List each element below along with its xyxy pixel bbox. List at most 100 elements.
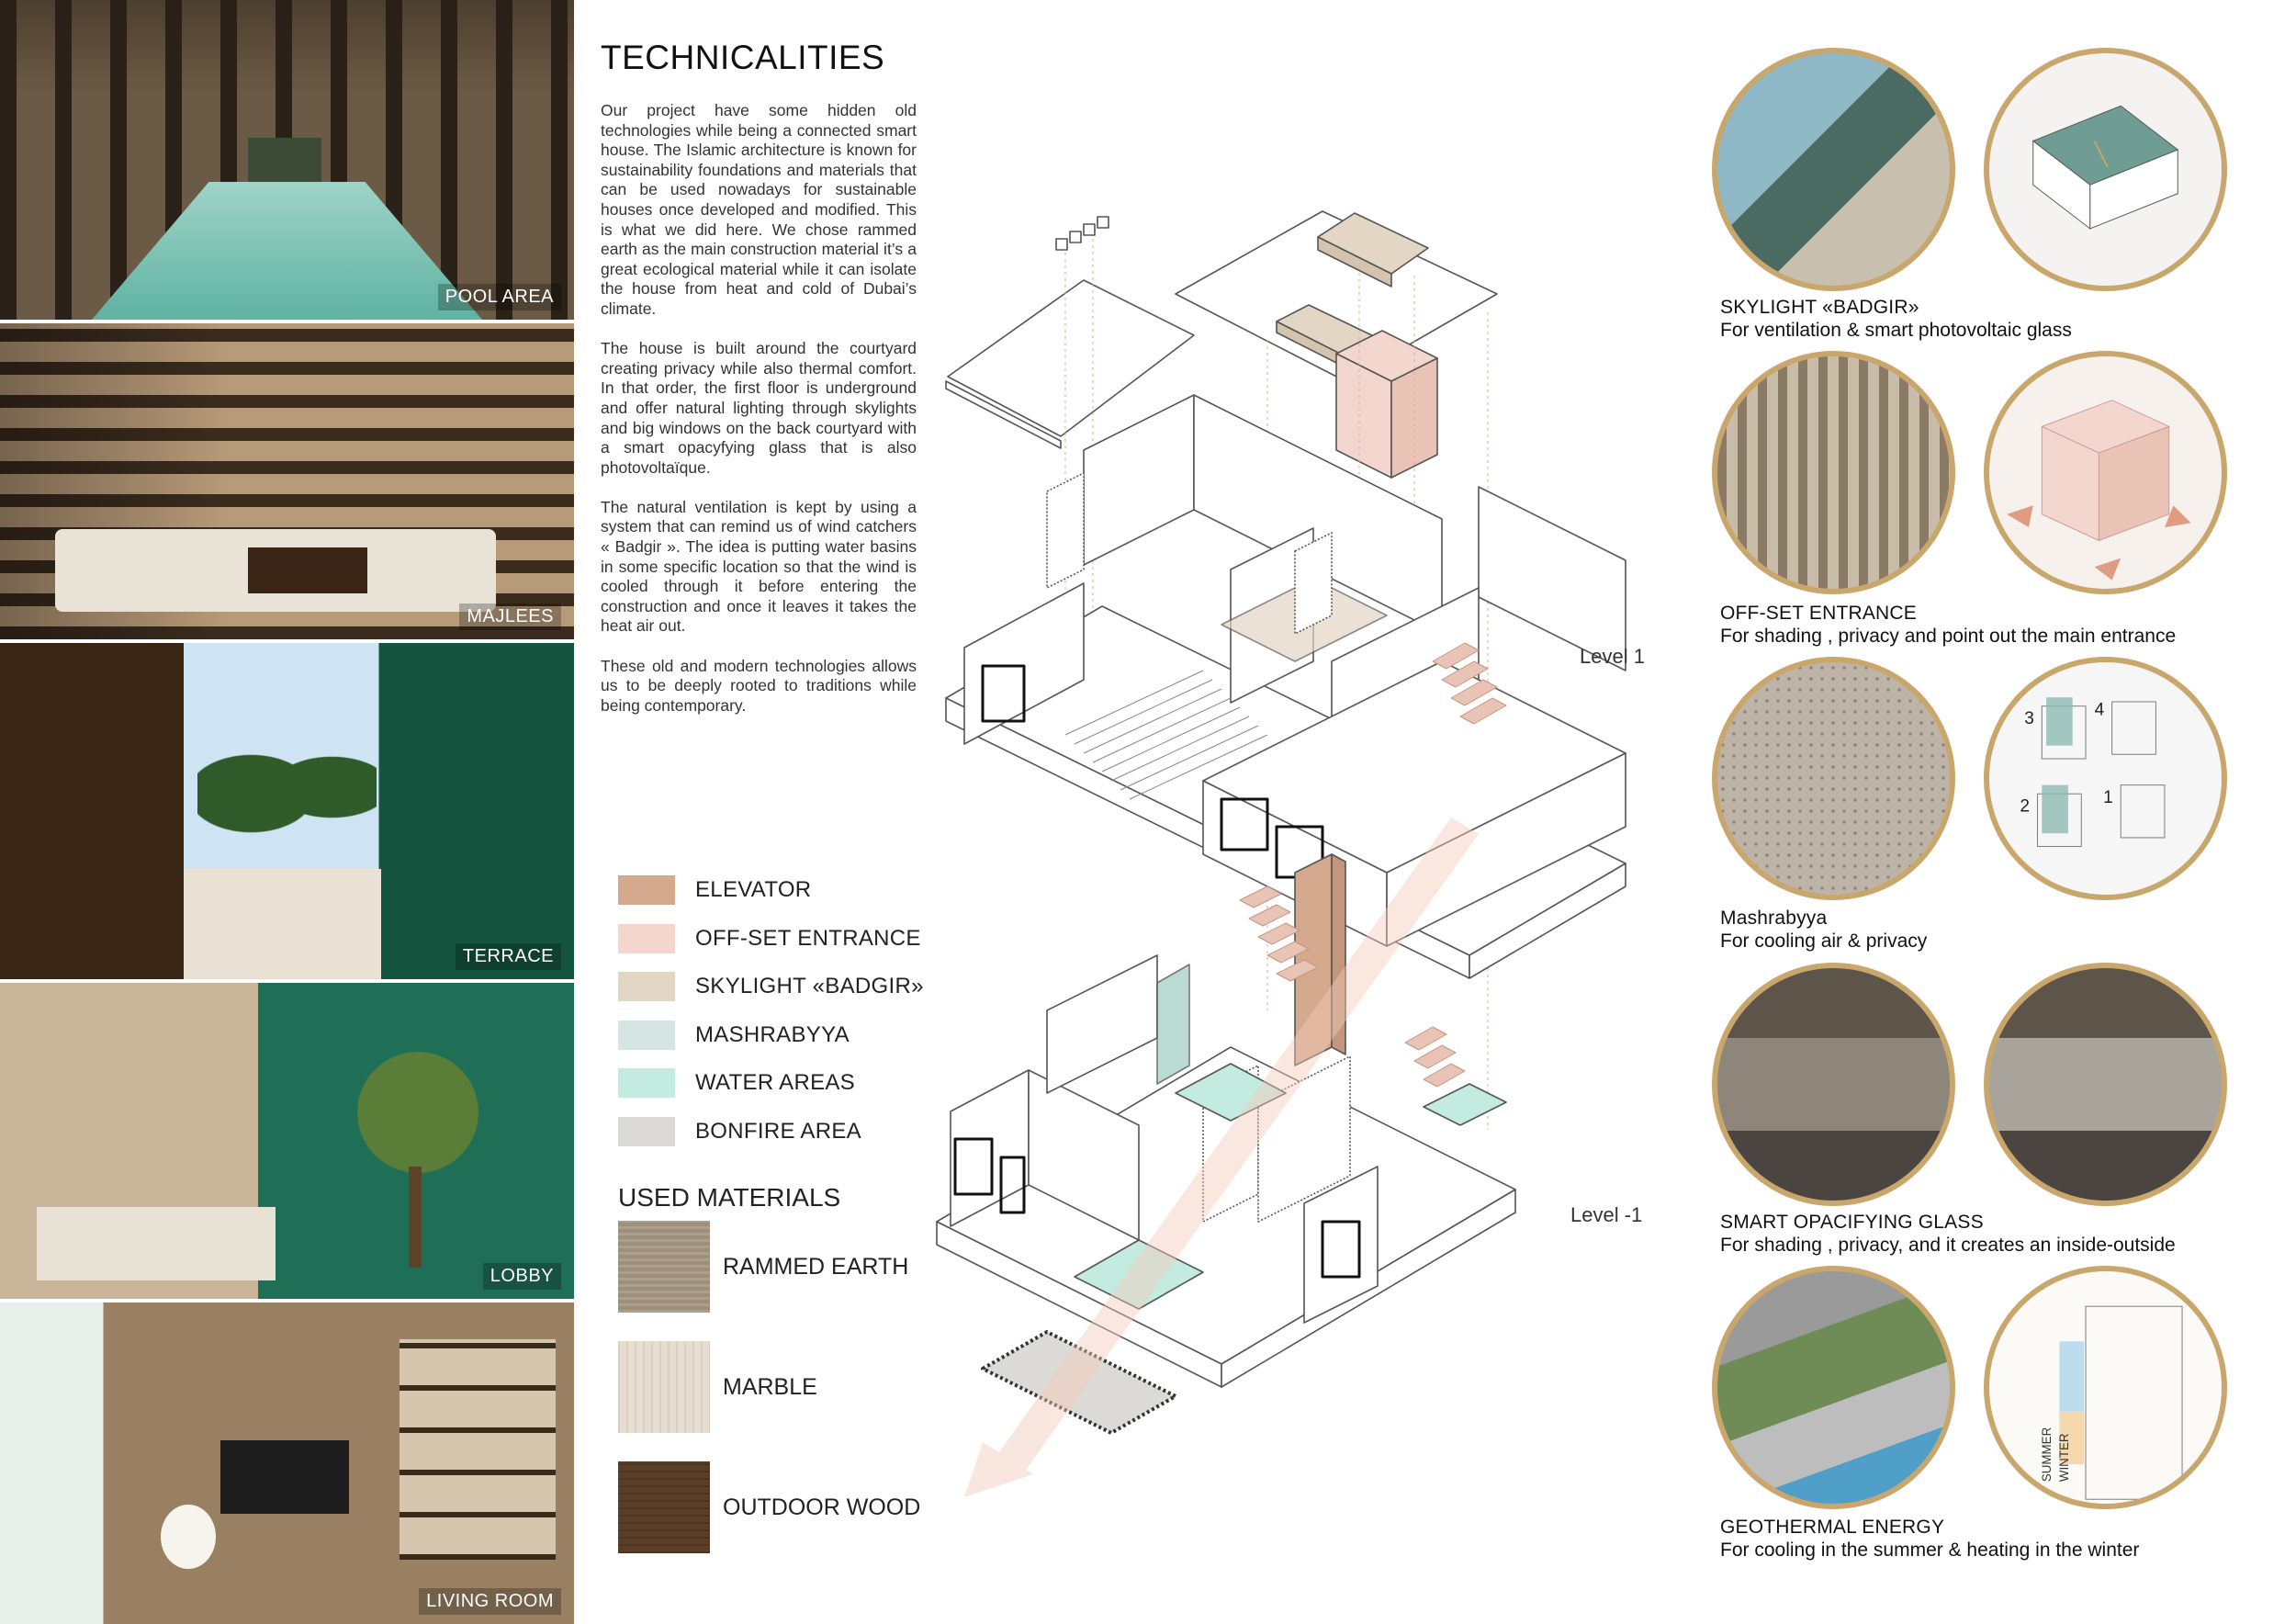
skylight-icon: [2032, 105, 2179, 230]
photo-column: POOL AREA MAJLEES TERRACE LOBBY LIVING R…: [0, 0, 574, 1624]
level-minus-1-label: Level -1: [1570, 1203, 1643, 1226]
stair-tread: [1266, 941, 1310, 964]
stair-tread: [1432, 642, 1480, 670]
photo-terrace: TERRACE: [0, 643, 574, 983]
legend-swatch: [618, 1116, 675, 1146]
description-text: Our project have some hidden old technol…: [601, 101, 917, 736]
material-rammed-earth: RAMMED EARTH: [618, 1221, 908, 1313]
mashrabyya-icon: 3 4 2 1: [2020, 697, 2166, 847]
photo-majlees: MAJLEES: [0, 323, 574, 643]
material-label: MARBLE: [723, 1373, 817, 1400]
mashrabyya-render-circle: [1712, 657, 1955, 900]
tech-title: SMART OPACIFYING GLASS: [1720, 1212, 1984, 1233]
skylight-cube: [1069, 231, 1082, 243]
stair-tread: [1257, 922, 1300, 945]
diagram-number: 2: [2020, 796, 2030, 816]
material-label: RAMMED EARTH: [723, 1253, 909, 1280]
glass-opaque-render-circle: [1984, 963, 2227, 1206]
tech-subtitle: For ventilation & smart photovoltaic gla…: [1720, 320, 2072, 341]
level-1-window: [1220, 797, 1269, 851]
stair-tread: [1276, 959, 1319, 982]
entrance-icon: [2007, 400, 2191, 581]
exploded-axonometric-diagram: [936, 210, 1626, 1497]
stair-tread: [1413, 1044, 1457, 1069]
legend-swatch: [618, 1068, 675, 1099]
legend-swatch: [618, 923, 675, 953]
tech-subtitle: For cooling in the summer & heating in t…: [1720, 1539, 2140, 1561]
material-outdoor-wood: OUTDOOR WOOD: [618, 1461, 920, 1553]
level-1-label: Level 1: [1580, 645, 1645, 668]
skylight-cube: [1055, 238, 1068, 251]
summer-label: SUMMER: [2040, 1427, 2054, 1482]
geothermal-icon: SUMMER WINTER: [2040, 1305, 2183, 1500]
paragraph: Our project have some hidden old technol…: [601, 101, 917, 318]
tech-subtitle: For cooling air & privacy: [1720, 930, 1928, 952]
stair-tread: [1239, 885, 1282, 908]
tech-title: SKYLIGHT «BADGIR»: [1720, 297, 1919, 318]
level-minus-1-wall: [1046, 954, 1158, 1094]
legend-swatch: [618, 972, 675, 1002]
stair-tread: [1423, 1063, 1466, 1088]
mashrabiya-wall: [1046, 472, 1085, 589]
photo-lobby: LOBBY: [0, 983, 574, 1303]
level-1-window: [981, 664, 1026, 723]
level-1-floor: [1469, 863, 1626, 979]
legend-label: ELEVATOR: [695, 877, 812, 903]
diagram-number: 1: [2103, 788, 2113, 807]
diagram-number: 3: [2024, 709, 2034, 728]
water-area: [1074, 1239, 1204, 1310]
roof-slab: [947, 279, 1195, 437]
diagram-number: 4: [2095, 700, 2105, 719]
offset-entrance-diagram-circle: [1984, 351, 2227, 594]
stair-tread: [1404, 1026, 1447, 1051]
color-legend: ELEVATOR OFF-SET ENTRANCE SKYLIGHT «BADG…: [618, 866, 924, 1156]
photo-label: LOBBY: [482, 1263, 561, 1290]
level-1-front-volume: [1386, 752, 1626, 947]
stair-tread: [1248, 904, 1291, 927]
mashrabyya-diagram-circle: 3 4 2 1: [1984, 657, 2227, 900]
level-1-wall: [1478, 486, 1626, 671]
photo-pool-area: POOL AREA: [0, 0, 574, 323]
material-swatch: [618, 1221, 710, 1313]
roof-slab: [1175, 210, 1498, 382]
material-marble: MARBLE: [618, 1341, 817, 1433]
winter-label: WINTER: [2057, 1433, 2071, 1482]
level-minus-1-window: [999, 1156, 1026, 1214]
elevator-shaft: [1331, 853, 1346, 1055]
level-minus-1-wall: [1303, 1166, 1379, 1324]
legend-label: MASHRABYYA: [695, 1021, 850, 1047]
legend-label: SKYLIGHT «BADGIR»: [695, 974, 924, 999]
legend-label: OFF-SET ENTRANCE: [695, 925, 921, 951]
tech-title: OFF-SET ENTRANCE: [1720, 603, 1917, 624]
skylight-cube: [1097, 216, 1109, 229]
material-label: OUTDOOR WOOD: [723, 1494, 921, 1520]
level-1-wall: [1083, 394, 1195, 566]
paragraph: These old and modern technologies allows…: [601, 656, 917, 715]
glass-clear-render-circle: [1712, 963, 1955, 1206]
mashrabiya-wall: [1294, 532, 1333, 635]
skylight-diagram-circle: [1984, 48, 2227, 291]
legend-item: ELEVATOR: [618, 866, 924, 915]
skylight-render-circle: [1712, 48, 1955, 291]
skylight-cube: [1083, 223, 1096, 236]
mashrabiya-panel: [1156, 964, 1190, 1085]
photo-living-room: LIVING ROOM: [0, 1303, 574, 1624]
legend-item: OFF-SET ENTRANCE: [618, 915, 924, 964]
offset-entrance-render-circle: [1712, 351, 1955, 594]
tech-subtitle: For shading , privacy, and it creates an…: [1720, 1235, 2176, 1256]
wind-arrow: [964, 818, 1479, 1497]
tech-title: Mashrabyya: [1720, 908, 1828, 929]
legend-label: WATER AREAS: [695, 1070, 855, 1096]
tech-subtitle: For shading , privacy and point out the …: [1720, 626, 2177, 647]
photo-label: TERRACE: [455, 943, 561, 970]
paragraph: The natural ventilation is kept by using…: [601, 497, 917, 636]
legend-label: BONFIRE AREA: [695, 1118, 861, 1144]
roof-slab: [945, 380, 1062, 449]
material-swatch: [618, 1341, 710, 1433]
water-area: [1175, 1063, 1287, 1122]
legend-item: WATER AREAS: [618, 1059, 924, 1108]
material-swatch: [618, 1461, 710, 1553]
photo-label: POOL AREA: [437, 284, 561, 310]
legend-item: SKYLIGHT «BADGIR»: [618, 963, 924, 1011]
level-1-wall: [963, 582, 1085, 745]
